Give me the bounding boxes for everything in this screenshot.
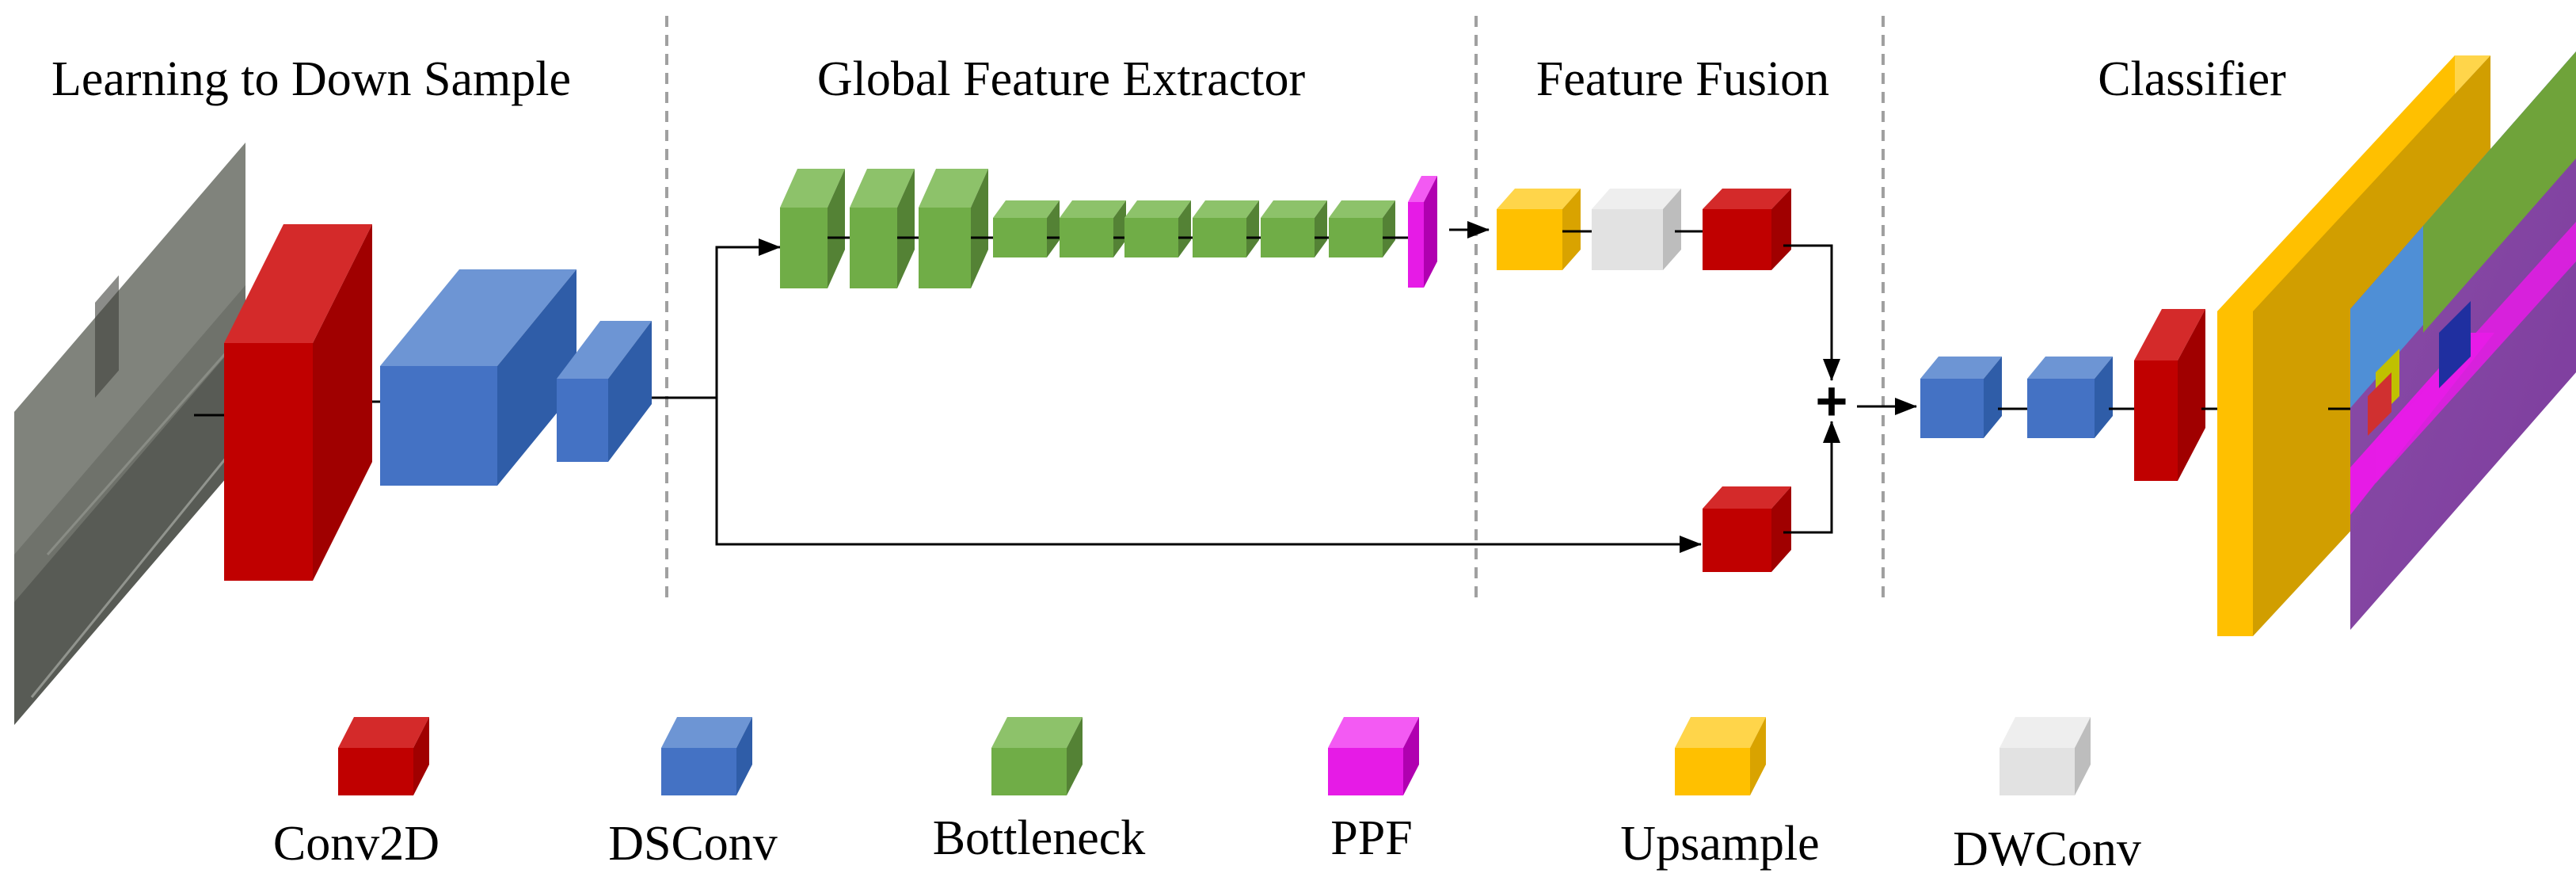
fusion-add-operator: +	[1816, 370, 1848, 432]
legend-label-dwconv: DWConv	[1953, 822, 2141, 876]
ff-dwconv-block	[1592, 189, 1681, 270]
cls-dsconv-block-1	[1920, 357, 2002, 438]
legend-item-dsconv: DSConv	[608, 717, 778, 871]
fusion-connectors	[1783, 244, 1917, 534]
bottleneck-block-tall-1	[780, 169, 845, 288]
branch-connectors	[652, 238, 1702, 553]
section-title-classifier: Classifier	[2098, 52, 2286, 106]
legend-item-upsample: Upsample	[1620, 717, 1820, 871]
section-dividers	[665, 16, 1885, 602]
legend-label-upsample: Upsample	[1620, 817, 1819, 871]
cls-dsconv-block-2	[2027, 357, 2113, 438]
bottleneck-block-small-3	[1124, 200, 1191, 257]
bottleneck-block-tall-2	[850, 169, 915, 288]
bottleneck-block-tall-3	[919, 169, 988, 288]
gfe-ppf-block	[1408, 176, 1437, 288]
legend-label-conv2d: Conv2D	[273, 817, 439, 871]
ff-conv2d-block-top	[1703, 189, 1791, 270]
section-title-feature-fusion: Feature Fusion	[1536, 52, 1829, 106]
bottleneck-block-small-5	[1261, 200, 1327, 257]
ltds-dsconv-block-1	[380, 269, 576, 486]
bottleneck-block-small-1	[993, 200, 1060, 257]
bottleneck-block-small-2	[1060, 200, 1126, 257]
output-segmentation-map	[2350, 51, 2576, 630]
legend-label-bottleneck: Bottleneck	[933, 811, 1146, 865]
cls-conv2d-block	[2134, 309, 2205, 481]
section-title-learning-to-down-sample: Learning to Down Sample	[51, 52, 571, 106]
ltds-dsconv-block-2	[557, 321, 652, 462]
gfe-connectors	[828, 221, 1490, 239]
legend-item-ppf: PPF	[1328, 717, 1419, 865]
legend-item-bottleneck: Bottleneck	[933, 717, 1146, 865]
input-image	[14, 143, 245, 725]
ff-upsample-block	[1497, 189, 1581, 270]
legend: Conv2D DSConv Bottleneck PPF Upsample	[273, 717, 2141, 876]
legend-item-conv2d: Conv2D	[273, 717, 439, 871]
legend-item-dwconv: DWConv	[1953, 717, 2141, 876]
section-title-global-feature-extractor: Global Feature Extractor	[817, 52, 1306, 106]
legend-label-ppf: PPF	[1330, 811, 1412, 865]
bottleneck-block-small-4	[1193, 200, 1259, 257]
ltds-conv2d-block	[224, 224, 372, 581]
bottleneck-block-small-6	[1329, 200, 1395, 257]
legend-label-dsconv: DSConv	[608, 817, 778, 871]
ff-conv2d-block-bottom	[1703, 486, 1791, 572]
gfe-bottleneck-blocks	[780, 169, 1395, 288]
